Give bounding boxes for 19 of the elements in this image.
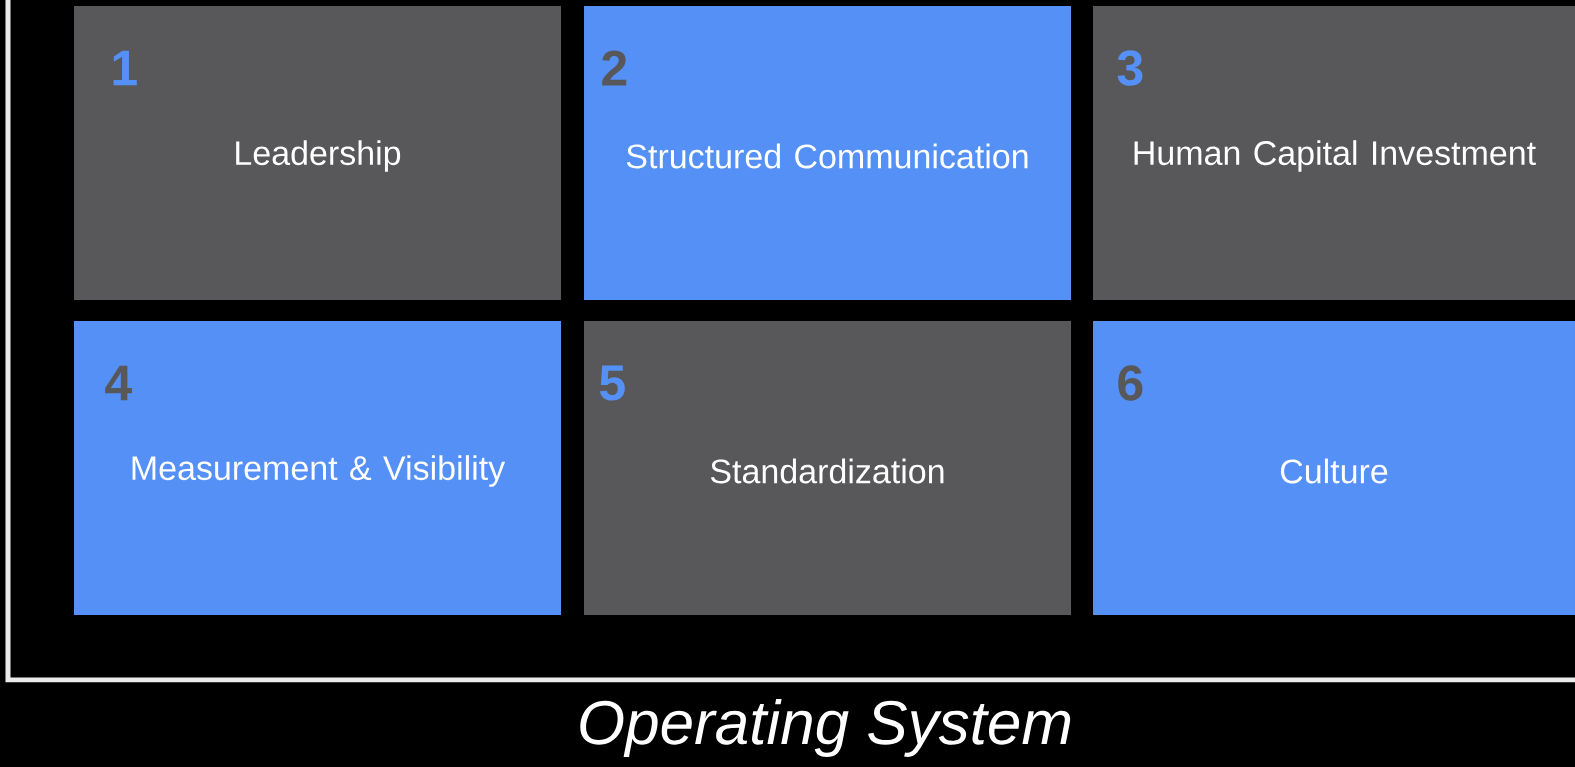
numbered-box	[74, 321, 561, 615]
numbered-box	[1093, 321, 1575, 615]
box-number: 4	[105, 365, 132, 401]
box-number: 5	[599, 365, 625, 401]
box-label: Measurement & Visibility	[132, 455, 506, 487]
box-label: Human Capital Investment	[1134, 140, 1536, 172]
box-label: Leadership	[236, 140, 401, 172]
box-number: 3	[1117, 50, 1143, 86]
box-number: 2	[602, 50, 627, 86]
box-label: Structured Communication	[626, 143, 1028, 169]
box-label: Standardization	[710, 458, 944, 484]
box-number: 1	[113, 50, 137, 86]
caption: Operating System	[580, 699, 1071, 757]
box-number: 6	[1118, 365, 1143, 401]
numbered-box	[1093, 6, 1575, 300]
box-label: Culture	[1280, 458, 1388, 484]
numbered-box	[584, 6, 1071, 300]
numbered-box	[584, 321, 1071, 615]
numbered-box	[74, 6, 561, 300]
